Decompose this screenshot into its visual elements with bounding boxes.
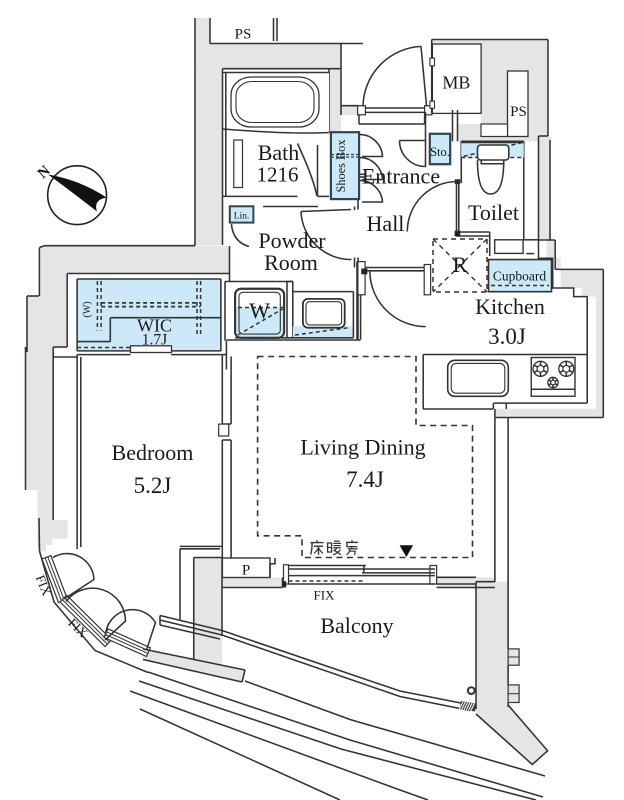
svg-text:PS: PS bbox=[510, 104, 527, 120]
svg-text:Shoes Box: Shoes Box bbox=[334, 140, 348, 193]
svg-text:MB: MB bbox=[442, 73, 470, 93]
svg-text:Lin.: Lin. bbox=[234, 211, 250, 221]
svg-text:Balcony: Balcony bbox=[320, 613, 393, 638]
svg-text:5.2J: 5.2J bbox=[134, 473, 172, 498]
svg-text:W: W bbox=[249, 298, 270, 323]
svg-text:P: P bbox=[242, 563, 250, 579]
svg-text:3.0J: 3.0J bbox=[488, 324, 526, 349]
svg-text:(W): (W) bbox=[82, 301, 93, 317]
svg-text:FIX: FIX bbox=[33, 573, 55, 599]
svg-text:Sto.: Sto. bbox=[430, 145, 450, 159]
svg-text:FIX: FIX bbox=[314, 588, 336, 603]
svg-text:1.7J: 1.7J bbox=[142, 332, 167, 349]
svg-text:7.4J: 7.4J bbox=[346, 467, 384, 492]
svg-text:Kitchen: Kitchen bbox=[475, 294, 545, 319]
svg-text:PS: PS bbox=[235, 27, 252, 43]
svg-text:Toilet: Toilet bbox=[468, 200, 519, 225]
svg-text:Cupboard: Cupboard bbox=[493, 269, 546, 284]
svg-text:Entrance: Entrance bbox=[362, 164, 440, 189]
svg-text:WIC: WIC bbox=[137, 316, 172, 336]
svg-text:Bath: Bath bbox=[258, 140, 300, 165]
svg-text:Living Dining: Living Dining bbox=[300, 435, 425, 460]
svg-text:Bedroom: Bedroom bbox=[112, 440, 194, 465]
svg-text:Hall: Hall bbox=[367, 211, 405, 236]
svg-text:R: R bbox=[453, 252, 468, 277]
svg-text:Powder: Powder bbox=[258, 228, 326, 253]
svg-text:1216: 1216 bbox=[257, 163, 299, 187]
svg-text:Room: Room bbox=[264, 250, 318, 275]
